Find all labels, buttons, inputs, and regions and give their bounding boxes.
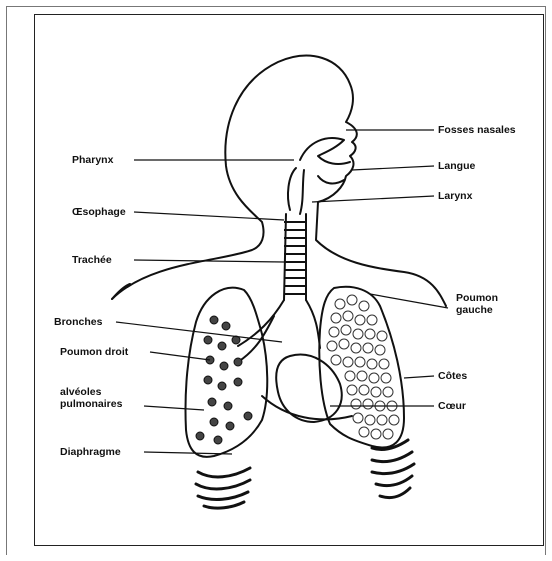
label-diaphragme: Diaphragme — [60, 446, 121, 458]
leader-poumon-droit — [150, 352, 210, 360]
label-poumon-droit: Poumon droit — [60, 346, 128, 358]
label-langue: Langue — [438, 160, 475, 172]
label-larynx: Larynx — [438, 190, 472, 202]
label-oesophage: Œsophage — [72, 206, 126, 218]
leader-poumon-gauche — [370, 294, 448, 308]
leader-oesophage — [134, 212, 284, 220]
right-lung-outline — [185, 288, 267, 457]
leader-lines — [116, 130, 448, 454]
label-trachee: Trachée — [72, 254, 112, 266]
body-outline — [112, 56, 446, 306]
label-bronches: Bronches — [54, 316, 102, 328]
leader-alveoles — [144, 406, 204, 410]
label-cotes: Côtes — [438, 370, 467, 382]
left-lung-texture — [327, 295, 399, 439]
label-pharynx: Pharynx — [72, 154, 113, 166]
label-fosses-nasales: Fosses nasales — [438, 124, 516, 136]
trachea-rings — [284, 222, 306, 294]
leader-cotes — [404, 376, 434, 378]
label-alveoles: alvéoles pulmonaires — [60, 386, 140, 410]
label-coeur: Cœur — [438, 400, 466, 412]
leader-langue — [352, 166, 434, 170]
leader-diaphragme — [144, 452, 232, 454]
label-poumon-gauche: Poumon gauche — [456, 292, 510, 316]
